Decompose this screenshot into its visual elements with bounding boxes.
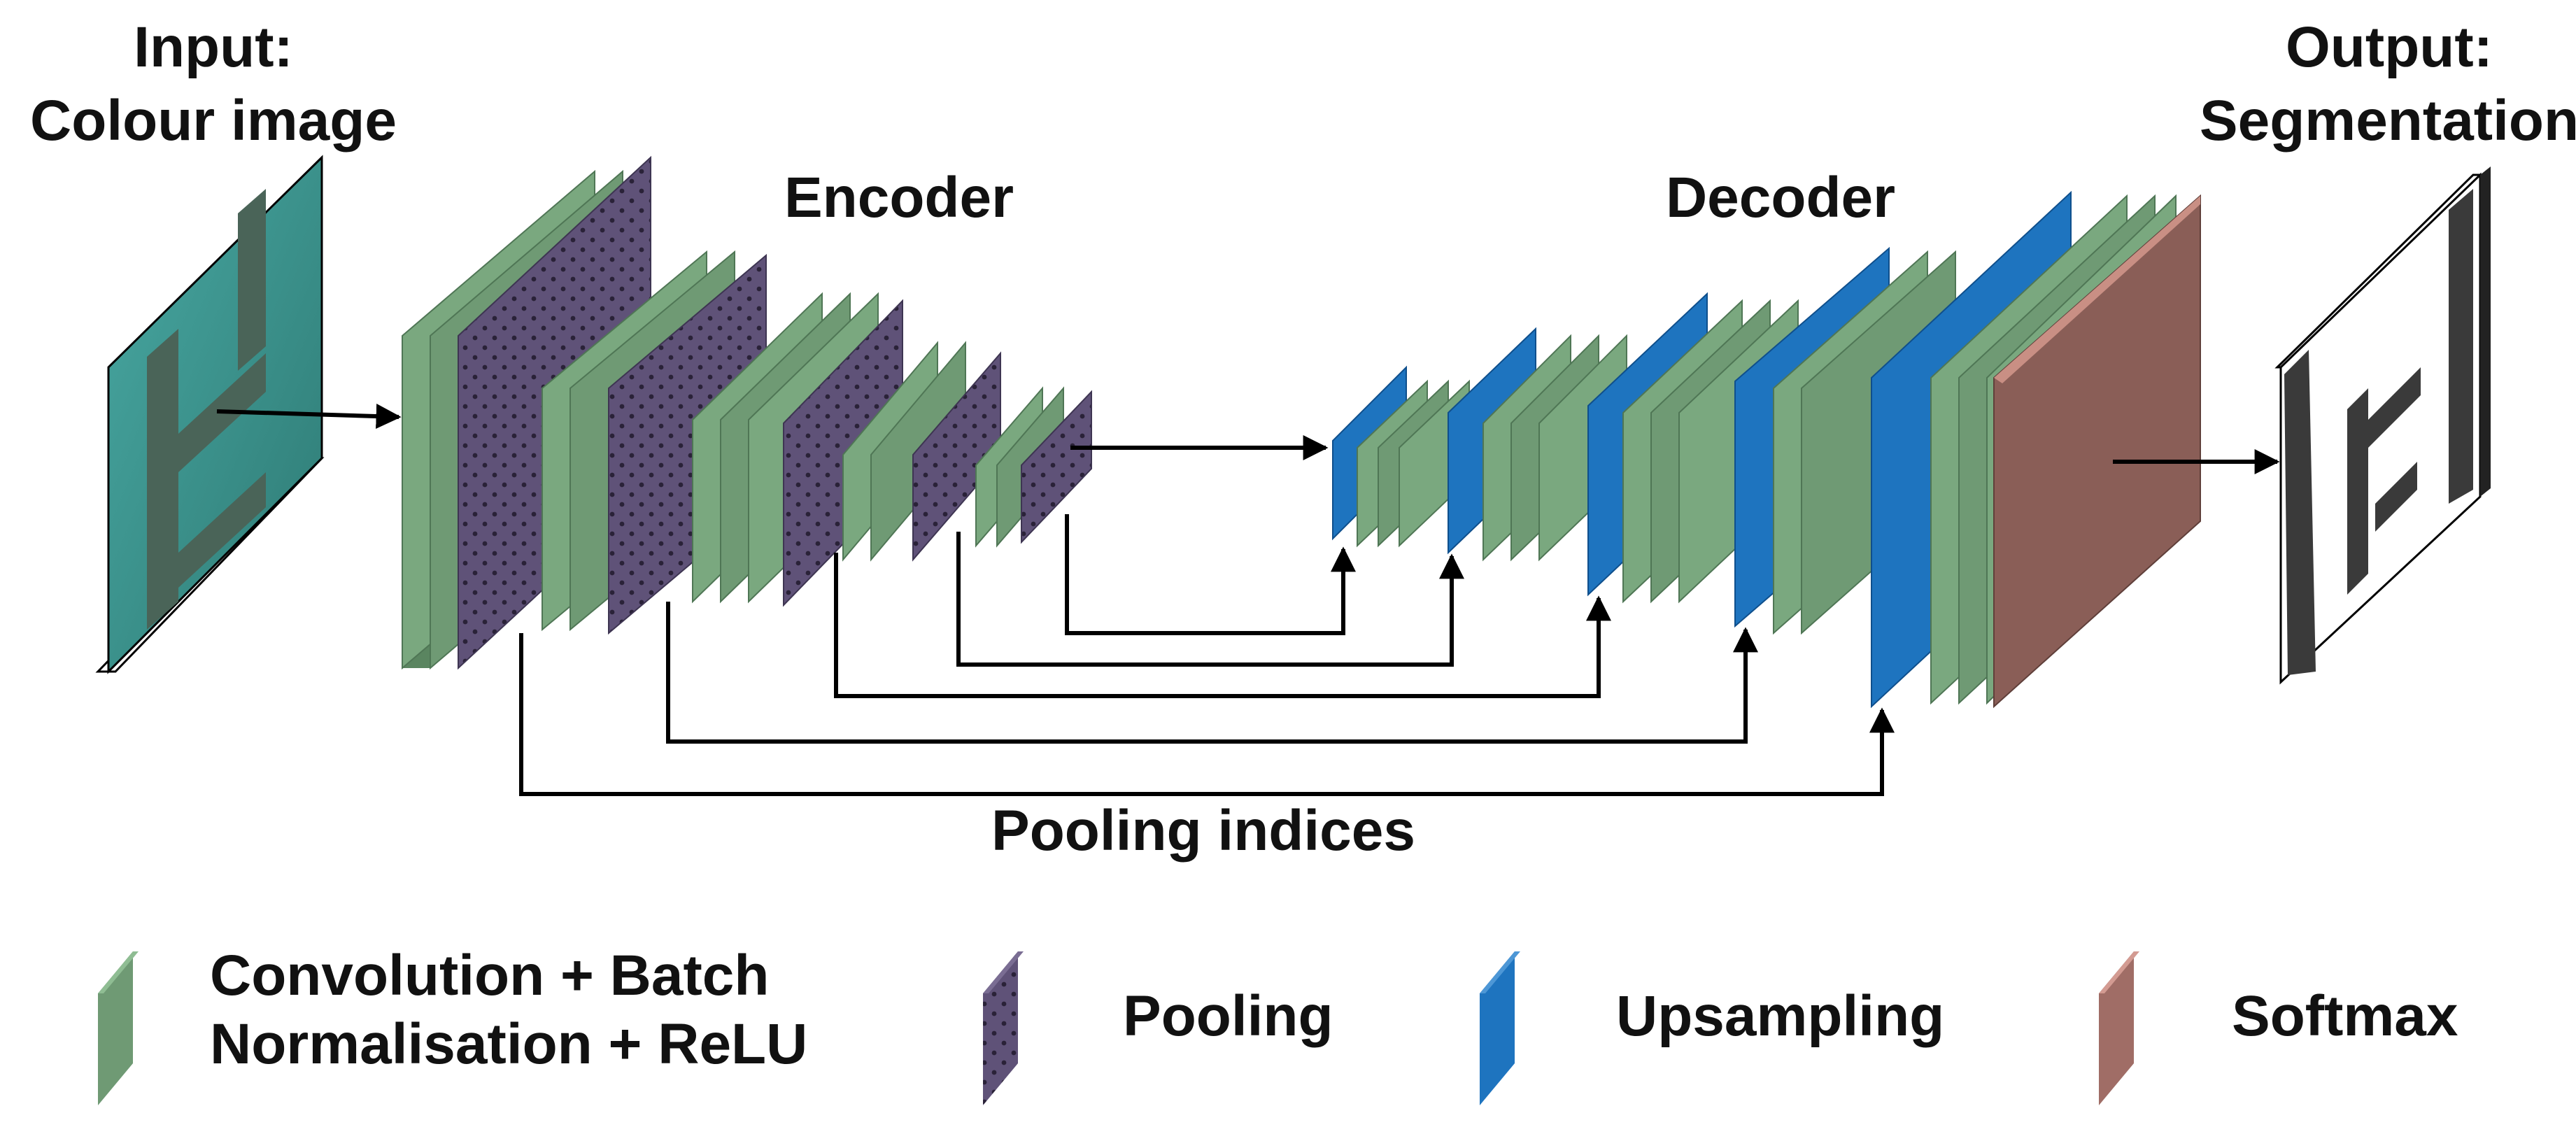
encoder-stage-5 bbox=[975, 386, 1092, 548]
encoder-stage-3 bbox=[692, 292, 903, 607]
pooling-index-line-4 bbox=[956, 532, 1464, 667]
legend-pooling-label: Pooling bbox=[1123, 984, 1333, 1048]
pooling-block bbox=[1021, 390, 1092, 544]
legend-upsampling-swatch bbox=[1480, 951, 1515, 1105]
legend-pooling-swatch bbox=[983, 951, 1018, 1105]
output-label-line1: Output: bbox=[2286, 15, 2493, 79]
encoder-label: Encoder bbox=[784, 166, 1014, 229]
legend-pooling-item: Pooling bbox=[983, 951, 1333, 1105]
pooling-index-line-2 bbox=[666, 602, 1758, 744]
pooling-indices-label: Pooling indices bbox=[991, 799, 1415, 863]
input-label-line2: Colour image bbox=[30, 89, 397, 153]
pooling-index-line-5 bbox=[1065, 514, 1356, 635]
legend-conv-label-line1: Convolution + Batch bbox=[210, 944, 770, 1007]
input-arrow bbox=[216, 404, 402, 429]
encoder-stage-4 bbox=[842, 341, 1001, 562]
input-label-line1: Input: bbox=[134, 15, 293, 79]
output-label-line2: Segmentation bbox=[2200, 89, 2576, 153]
legend-upsampling-label: Upsampling bbox=[1616, 984, 1944, 1048]
legend-softmax-label: Softmax bbox=[2232, 984, 2458, 1048]
legend-upsampling-item: Upsampling bbox=[1480, 951, 1944, 1105]
legend-softmax-item: Softmax bbox=[2099, 951, 2458, 1105]
legend-softmax-swatch bbox=[2099, 951, 2134, 1105]
pooling-index-connections bbox=[519, 514, 1895, 796]
legend-conv-item: Convolution + Batch Normalisation + ReLU bbox=[98, 944, 807, 1105]
output-segmentation-image bbox=[2274, 166, 2491, 685]
legend: Convolution + Batch Normalisation + ReLU… bbox=[98, 944, 2458, 1105]
pooling-index-line-1 bbox=[519, 633, 1895, 796]
legend-conv-swatch bbox=[98, 951, 133, 1105]
decoder-label: Decoder bbox=[1666, 166, 1895, 229]
encoder-stage-2 bbox=[542, 250, 767, 635]
legend-conv-label-line2: Normalisation + ReLU bbox=[210, 1012, 807, 1076]
decoder-stage-5 bbox=[1871, 190, 2201, 709]
pooling-index-line-3 bbox=[834, 553, 1611, 698]
input-image bbox=[95, 155, 325, 674]
